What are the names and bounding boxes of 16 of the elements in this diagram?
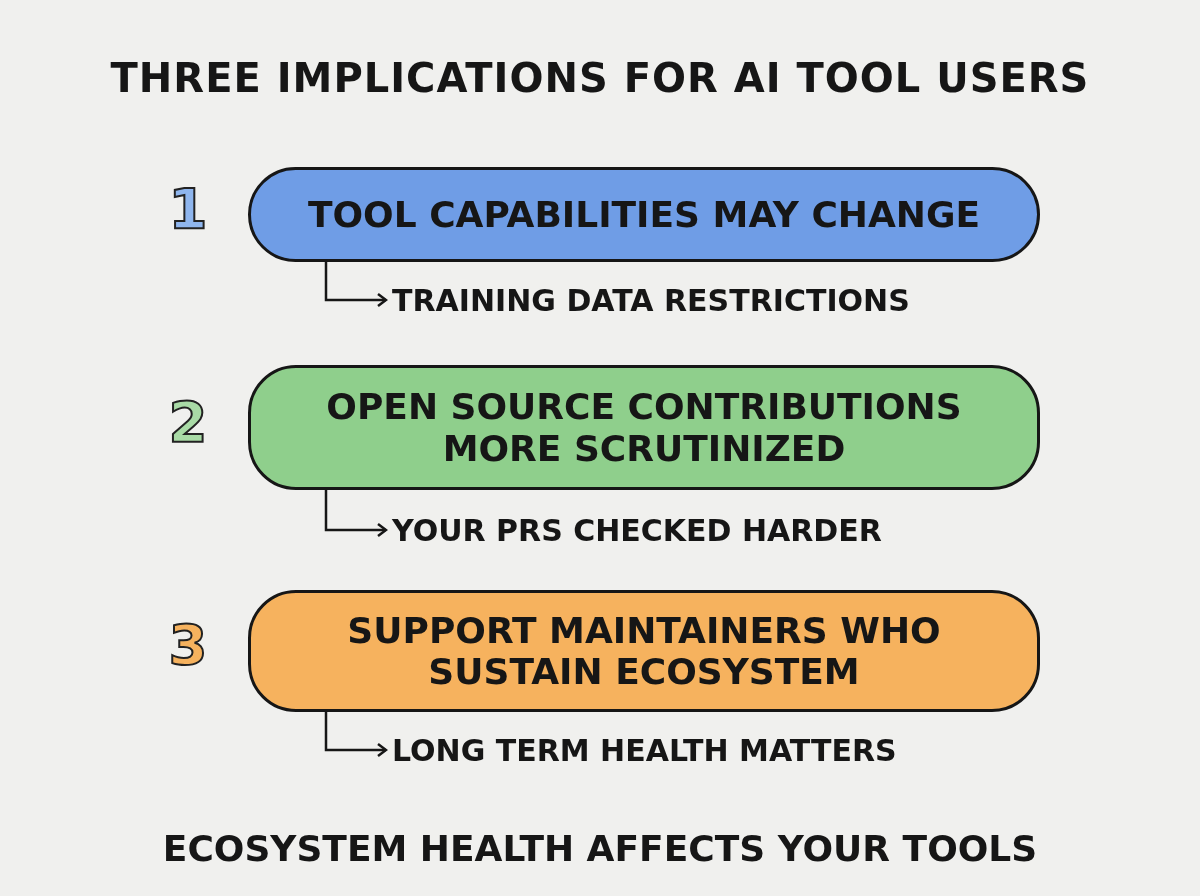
caption: ECOSYSTEM HEALTH AFFECTS YOUR TOOLS <box>161 827 1039 871</box>
sub-point-text: TRAINING DATA RESTRICTIONS <box>392 281 910 320</box>
box-label: OPEN SOURCE CONTRIBUTIONS MORE SCRUTINIZED <box>325 386 963 469</box>
step-number: 1 <box>167 180 209 237</box>
box-label: TOOL CAPABILITIES MAY CHANGE <box>307 193 981 236</box>
step-number: 3 <box>167 617 209 673</box>
sub-point-text: YOUR PRS CHECKED HARDER <box>392 511 882 550</box>
box-label: SUPPORT MAINTAINERS WHO SUSTAIN ECOSYSTEM <box>346 609 942 693</box>
pill-box <box>248 590 1040 712</box>
title: THREE IMPLICATIONS FOR AI TOOL USERS <box>109 54 1091 103</box>
pill-box <box>248 365 1040 490</box>
hook-arrow <box>324 712 388 758</box>
step-number: 2 <box>167 393 209 450</box>
sub-point-text: LONG TERM HEALTH MATTERS <box>392 731 897 770</box>
hook-arrow <box>324 262 388 308</box>
hook-arrow <box>324 490 388 538</box>
